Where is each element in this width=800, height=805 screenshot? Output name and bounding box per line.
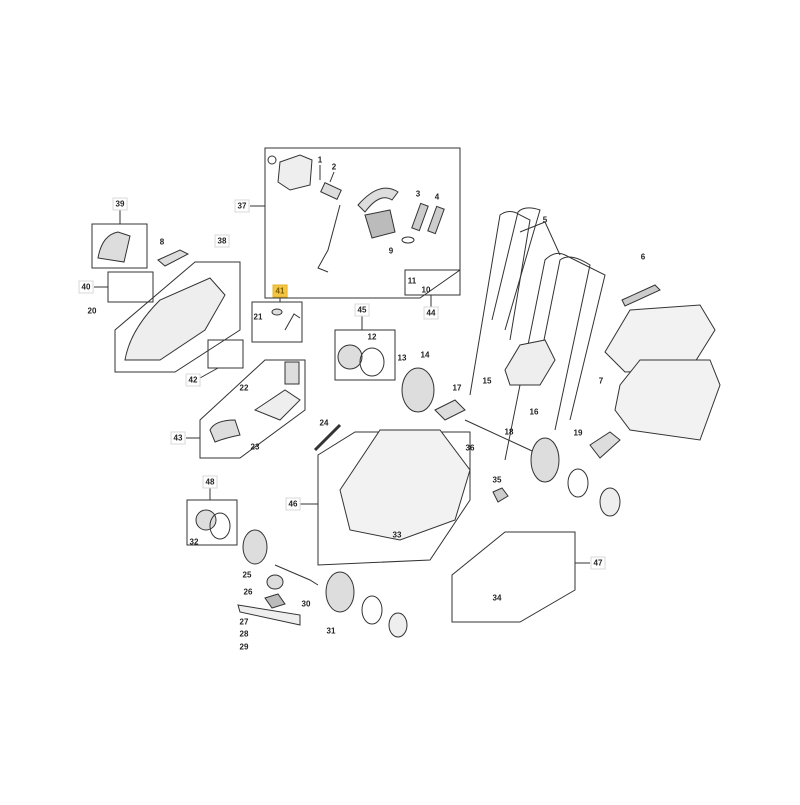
callout-4[interactable]: 4: [434, 192, 440, 202]
callout-11[interactable]: 11: [407, 276, 417, 286]
callout-24[interactable]: 24: [319, 418, 329, 428]
callout-31[interactable]: 31: [326, 626, 336, 636]
callout-12[interactable]: 12: [367, 332, 377, 342]
group-box-48: [186, 499, 238, 546]
callout-5[interactable]: 5: [542, 215, 548, 225]
group-box-42: [207, 339, 244, 369]
callout-19[interactable]: 19: [573, 428, 583, 438]
callout-15[interactable]: 15: [482, 376, 492, 386]
callout-8[interactable]: 8: [159, 237, 165, 247]
callout-25[interactable]: 25: [242, 570, 252, 580]
callout-33[interactable]: 33: [392, 530, 402, 540]
callout-30[interactable]: 30: [301, 599, 311, 609]
callout-37[interactable]: 37: [234, 199, 250, 213]
group-box-40: [107, 271, 154, 303]
callout-43[interactable]: 43: [170, 431, 186, 445]
callout-10[interactable]: 10: [421, 285, 431, 295]
callout-16[interactable]: 16: [529, 407, 539, 417]
callout-46[interactable]: 46: [285, 497, 301, 511]
callout-29[interactable]: 29: [239, 642, 249, 652]
callout-45[interactable]: 45: [354, 303, 370, 317]
callout-20[interactable]: 20: [87, 306, 97, 316]
callout-13[interactable]: 13: [397, 353, 407, 363]
callout-39[interactable]: 39: [112, 197, 128, 211]
group-box-37: [264, 147, 461, 299]
callout-7[interactable]: 7: [598, 376, 604, 386]
callout-42[interactable]: 42: [185, 373, 201, 387]
callout-23[interactable]: 23: [250, 442, 260, 452]
callout-34[interactable]: 34: [492, 593, 502, 603]
callout-14[interactable]: 14: [420, 350, 430, 360]
callout-9[interactable]: 9: [388, 246, 394, 256]
group-box-45: [334, 329, 396, 381]
callout-32[interactable]: 32: [189, 537, 199, 547]
callout-27[interactable]: 27: [239, 617, 249, 627]
group-box-41: [251, 301, 303, 343]
callout-18[interactable]: 18: [504, 427, 514, 437]
callout-36[interactable]: 36: [465, 443, 475, 453]
callout-48[interactable]: 48: [202, 475, 218, 489]
group-box-44: [404, 269, 461, 296]
callout-17[interactable]: 17: [452, 383, 462, 393]
callout-1[interactable]: 1: [317, 155, 323, 165]
group-box-46: [317, 431, 471, 566]
group-box-38: [114, 261, 241, 373]
group-box-47: [451, 531, 576, 623]
callout-6[interactable]: 6: [640, 252, 646, 262]
callout-21[interactable]: 21: [253, 312, 263, 322]
callout-40[interactable]: 40: [78, 280, 94, 294]
callout-2[interactable]: 2: [331, 162, 337, 172]
callout-41-highlighted[interactable]: 41: [272, 284, 288, 298]
callout-44[interactable]: 44: [423, 306, 439, 320]
callout-26[interactable]: 26: [243, 587, 253, 597]
callout-22[interactable]: 22: [239, 383, 249, 393]
callout-47[interactable]: 47: [590, 556, 606, 570]
group-box-43: [199, 359, 306, 459]
callout-28[interactable]: 28: [239, 629, 249, 639]
callout-35[interactable]: 35: [492, 475, 502, 485]
callout-3[interactable]: 3: [415, 189, 421, 199]
callout-38[interactable]: 38: [214, 234, 230, 248]
